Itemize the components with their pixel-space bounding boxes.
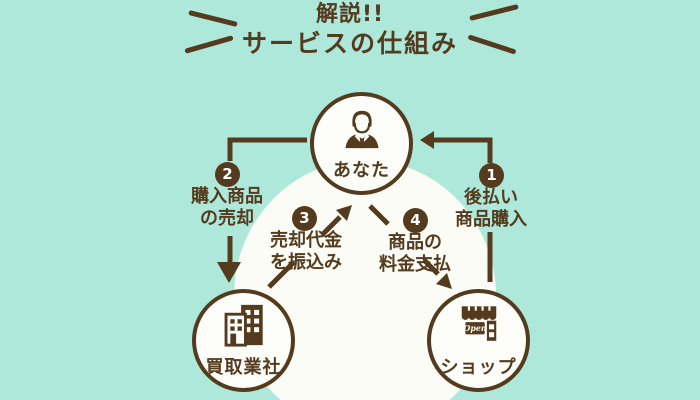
node-buyer-label: 買取業社 xyxy=(205,357,282,378)
businessman-icon xyxy=(339,105,385,155)
step4-label-line2: 料金支払 xyxy=(379,254,451,275)
arrow-step3-buyer-to-you xyxy=(267,205,352,289)
step4-label-line1: 商品の xyxy=(388,232,442,253)
node-buyer: 買取業社 xyxy=(192,289,295,392)
open-sign-text: Open xyxy=(463,324,486,333)
step2-label: 購入商品 の売却 xyxy=(162,186,292,230)
step1-label-line2: 商品購入 xyxy=(455,209,527,230)
step3-label: 売却代金 を振込み xyxy=(241,230,371,274)
step1-label: 後払い 商品購入 xyxy=(426,187,556,231)
title-line1: 解説!! xyxy=(315,2,385,27)
step4-label: 商品の 料金支払 xyxy=(350,232,480,276)
arrow-step4-you-to-shop xyxy=(368,204,452,289)
arrow-step1-shop-to-you xyxy=(420,131,493,282)
arrow-step2-you-to-buyer xyxy=(217,137,307,283)
node-shop-label: ショップ xyxy=(440,357,517,378)
step2-label-line2: の売却 xyxy=(200,208,254,229)
title-line2: サービスの仕組み xyxy=(241,29,458,59)
node-shop: Open ショップ xyxy=(427,289,530,392)
node-you-label: あなた xyxy=(333,160,390,181)
step3-label-line2: を振込み xyxy=(270,252,342,273)
storefront-icon: Open xyxy=(456,302,502,352)
step1-label-line1: 後払い xyxy=(464,187,518,208)
diagram-title: 解説!! サービスの仕組み xyxy=(0,2,700,59)
step2-label-line1: 購入商品 xyxy=(191,186,263,207)
step3-number-badge: 3 xyxy=(292,206,317,231)
office-building-icon xyxy=(221,302,267,352)
node-you: あなた xyxy=(310,92,413,195)
step4-number-badge: 4 xyxy=(403,208,428,233)
step3-label-line1: 売却代金 xyxy=(270,230,342,251)
step2-number-badge: 2 xyxy=(215,162,240,187)
step1-number-badge: 1 xyxy=(479,163,504,188)
